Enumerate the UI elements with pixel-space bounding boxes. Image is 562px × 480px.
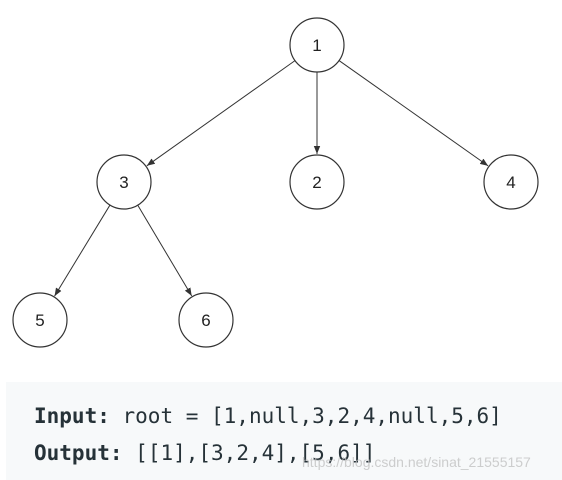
node-circle (96, 154, 152, 210)
edge-n1-n4 (338, 60, 489, 167)
node-label: 4 (506, 173, 515, 192)
tree-node-2: 2 (289, 154, 345, 210)
watermark: https://blog.csdn.net/sinat_21555157 (302, 454, 531, 470)
tree-node-3: 3 (96, 154, 152, 210)
edge-n3-n5 (54, 204, 111, 297)
tree-node-5: 5 (12, 292, 68, 348)
tree-node-4: 4 (483, 154, 539, 210)
tree-diagram: 1 3 2 4 5 6 (12, 17, 539, 348)
node-circle (12, 292, 68, 348)
input-value: root = [1,null,3,2,4,null,5,6] (122, 404, 502, 428)
node-circle (289, 17, 345, 73)
edge-n1-n3 (146, 60, 296, 167)
node-label: 5 (35, 311, 44, 330)
node-circle (289, 154, 345, 210)
node-label: 1 (312, 36, 321, 55)
output-line: Output: [[1],[3,2,4],[5,6]] (34, 441, 375, 465)
node-circle (178, 292, 234, 348)
output-label: Output: (34, 441, 123, 465)
edges (54, 60, 489, 297)
nodes: 1 3 2 4 5 6 (12, 17, 539, 348)
node-circle (483, 154, 539, 210)
input-line: Input: root = [1,null,3,2,4,null,5,6] (34, 404, 502, 428)
example-box: Input: root = [1,null,3,2,4,null,5,6] Ou… (6, 382, 562, 480)
input-label: Input: (34, 404, 110, 428)
tree-node-6: 6 (178, 292, 234, 348)
edge-n3-n6 (137, 204, 193, 297)
node-label: 2 (312, 173, 321, 192)
node-label: 3 (119, 173, 128, 192)
tree-node-1: 1 (289, 17, 345, 73)
output-value: [[1],[3,2,4],[5,6]] (135, 441, 376, 465)
node-label: 6 (201, 311, 210, 330)
